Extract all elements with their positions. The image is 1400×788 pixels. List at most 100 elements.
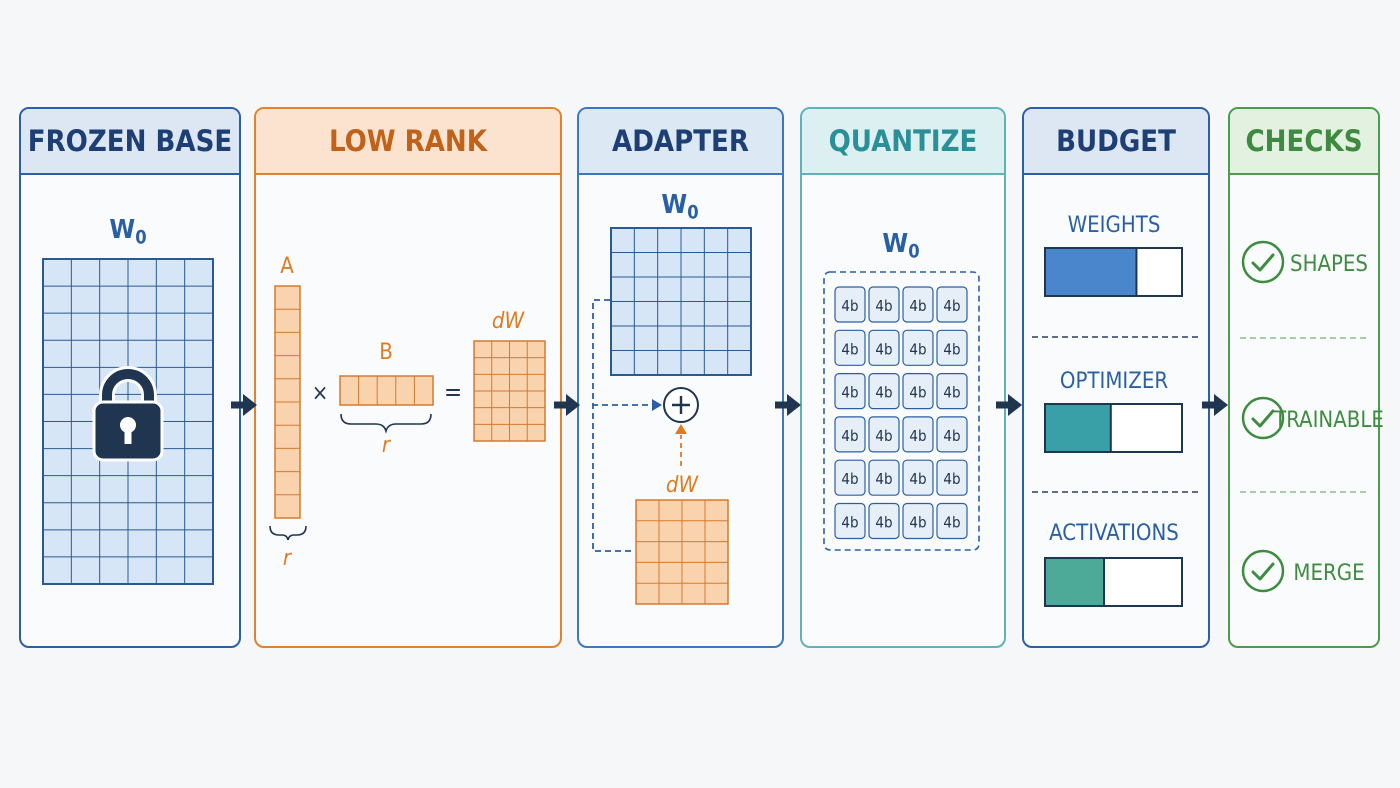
plus-circle-icon: [663, 387, 699, 423]
quantize-dashed-border: [823, 271, 980, 551]
panel-title: BUDGET: [1024, 109, 1208, 175]
check-circle-icon: [1241, 549, 1285, 593]
quantized-cell: 4b: [936, 373, 968, 410]
cell-text: 4b: [943, 470, 960, 488]
panel-checks: CHECKS: [1228, 107, 1380, 648]
cell-text: 4b: [841, 340, 858, 358]
bar-fill: [1046, 559, 1105, 605]
check-mark: [1251, 253, 1275, 272]
check-mark: [1251, 409, 1275, 428]
brace-b: [340, 413, 432, 434]
cell-text: 4b: [841, 384, 858, 402]
arrow-head: [243, 394, 257, 416]
cell-box: [936, 459, 968, 496]
cell-box: [868, 373, 900, 410]
check-label-trainable: TRAINABLE: [1273, 408, 1384, 433]
cell-text: 4b: [909, 297, 926, 315]
cell-text: 4b: [841, 427, 858, 445]
quantized-cell: 4b: [902, 329, 934, 366]
delta-weight-matrix: [473, 340, 546, 442]
cell-box: [868, 459, 900, 496]
check-ring: [1241, 396, 1285, 440]
adapter-weight-matrix: [610, 227, 752, 376]
cell-text: 4b: [841, 297, 858, 315]
quantized-cell: 4b: [834, 416, 866, 453]
rank-a-label: r: [283, 546, 293, 571]
check-label-merge: MERGE: [1293, 561, 1364, 586]
check-label-shapes: SHAPES: [1290, 252, 1368, 277]
budget-bar-weights: [1044, 247, 1183, 297]
quantized-cell-grid: 4b 4b 4b 4b 4b 4b 4b 4b 4b 4b 4b 4b 4b 4b 4b 4b 4b 4b 4b 4b…: [834, 286, 968, 540]
budget-label-weights: WEIGHTS: [1068, 213, 1161, 238]
bar-fill: [1046, 405, 1111, 451]
panel-title: QUANTIZE: [802, 109, 1004, 175]
cell-text: 4b: [875, 514, 892, 532]
equals-symbol: =: [444, 378, 462, 406]
cell-text: 4b: [943, 427, 960, 445]
rank-b-label: r: [382, 433, 392, 458]
quantized-cell: 4b: [868, 416, 900, 453]
matrix-a: [274, 285, 301, 519]
brace-a: [269, 525, 307, 541]
arrow-head: [1214, 394, 1228, 416]
panel-title: ADAPTER: [579, 109, 782, 175]
cell-box: [902, 459, 934, 496]
lock-shackle: [102, 369, 154, 410]
cell-box: [936, 329, 968, 366]
cell-text: 4b: [875, 470, 892, 488]
check-circle-icon: [1241, 240, 1285, 284]
adapter-weight-label: W0: [661, 190, 698, 224]
quantized-cell: 4b: [868, 329, 900, 366]
delta-weight-label: dW: [492, 309, 526, 334]
check-ring: [1241, 549, 1285, 593]
cell-box: [936, 502, 968, 540]
cell-text: 4b: [943, 384, 960, 402]
quantized-cell: 4b: [902, 373, 934, 410]
quantize-weight-label: W0: [882, 229, 919, 263]
cell-box: [834, 373, 866, 410]
cell-text: 4b: [841, 514, 858, 532]
arrow-head: [566, 394, 580, 416]
quantized-cell: 4b: [868, 286, 900, 323]
matrix-border: [339, 375, 434, 406]
adapter-dw-label: dW: [666, 473, 700, 498]
cell-box: [834, 459, 866, 496]
matrix-b: [339, 375, 434, 406]
quantized-cell: 4b: [868, 502, 900, 540]
cell-box: [868, 286, 900, 323]
cell-box: [936, 416, 968, 453]
matrix-a-label: A: [280, 254, 294, 279]
adapter-dw-arrowhead: [675, 424, 687, 434]
quantized-cell: 4b: [936, 329, 968, 366]
arrow-right-icon: [1202, 394, 1228, 416]
arrow-head: [1008, 394, 1022, 416]
cell-text: 4b: [909, 470, 926, 488]
quantized-cell: 4b: [936, 416, 968, 453]
arrow-shaft: [231, 401, 245, 409]
cell-box: [902, 502, 934, 540]
cell-text: 4b: [875, 297, 892, 315]
quantized-cell: 4b: [834, 459, 866, 496]
quantized-cell: 4b: [868, 373, 900, 410]
cell-text: 4b: [909, 340, 926, 358]
cell-text: 4b: [909, 384, 926, 402]
cell-box: [902, 329, 934, 366]
cell-box: [834, 416, 866, 453]
check-circle-icon: [1241, 396, 1285, 440]
check-ring: [1241, 240, 1285, 284]
arrow-right-icon: [231, 394, 257, 416]
quantized-cell: 4b: [902, 459, 934, 496]
arrow-shaft: [775, 401, 789, 409]
lock-icon: [92, 366, 164, 462]
lock-keyhole-slot: [124, 428, 132, 444]
quantized-cell: 4b: [834, 502, 866, 540]
cell-box: [834, 329, 866, 366]
cell-text: 4b: [841, 470, 858, 488]
arrow-right-icon: [554, 394, 580, 416]
budget-label-activations: ACTIVATIONS: [1049, 521, 1179, 546]
times-symbol: ×: [312, 381, 329, 406]
quantized-cell: 4b: [868, 459, 900, 496]
lock-keyhole: [120, 417, 136, 433]
cell-box: [902, 286, 934, 323]
cell-box: [834, 286, 866, 323]
